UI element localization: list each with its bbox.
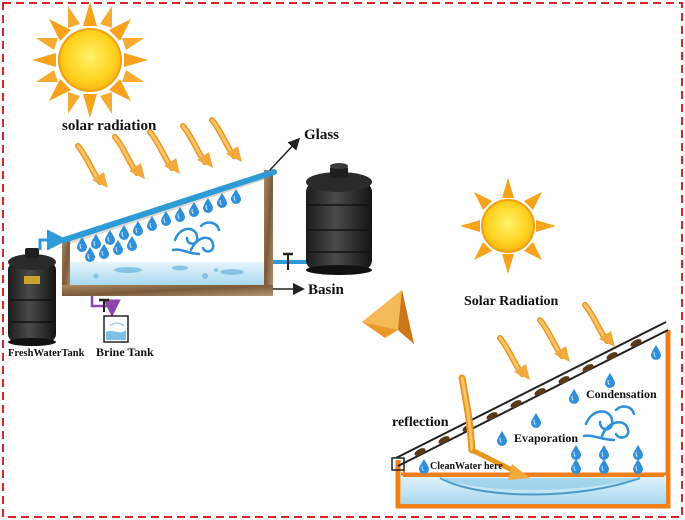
outlet-pipe — [273, 252, 312, 270]
condensation-label: Condensation — [586, 387, 657, 401]
basin-label: Basin — [308, 282, 345, 298]
chevron-arrow-icon — [362, 290, 414, 344]
water-droplet-icon-right — [418, 344, 662, 475]
solar-radiation-label-right: Solar Radiation — [464, 294, 558, 309]
inlet-pipe — [38, 229, 68, 251]
clean-water-label: CleanWater here — [430, 461, 503, 472]
solar-radiation-label: solar radiation — [62, 118, 157, 134]
brine-pipe — [90, 296, 121, 317]
basin-water — [70, 262, 264, 285]
glass-cover — [61, 169, 277, 243]
brine-tank-icon — [103, 315, 129, 343]
sun-icon-right — [460, 178, 556, 274]
solar-still-right — [391, 321, 671, 509]
tank-logo — [24, 276, 40, 284]
fresh-water-tank-label: FreshWaterTank — [8, 348, 85, 359]
water-tank-icon — [306, 163, 372, 275]
fresh-water-tank-icon — [8, 248, 56, 346]
vapor-swirl-icon-right — [582, 405, 636, 442]
glass-label: Glass — [304, 127, 339, 143]
sun-icon — [32, 2, 148, 118]
reflection-label: reflection — [392, 415, 449, 430]
solar-still-left — [61, 169, 277, 296]
brine-tank-label: Brine Tank — [96, 345, 154, 359]
evaporation-label: Evaporation — [514, 431, 578, 445]
vapor-swirl-icon — [171, 221, 221, 256]
solar-ray-arrows-right — [500, 305, 615, 380]
